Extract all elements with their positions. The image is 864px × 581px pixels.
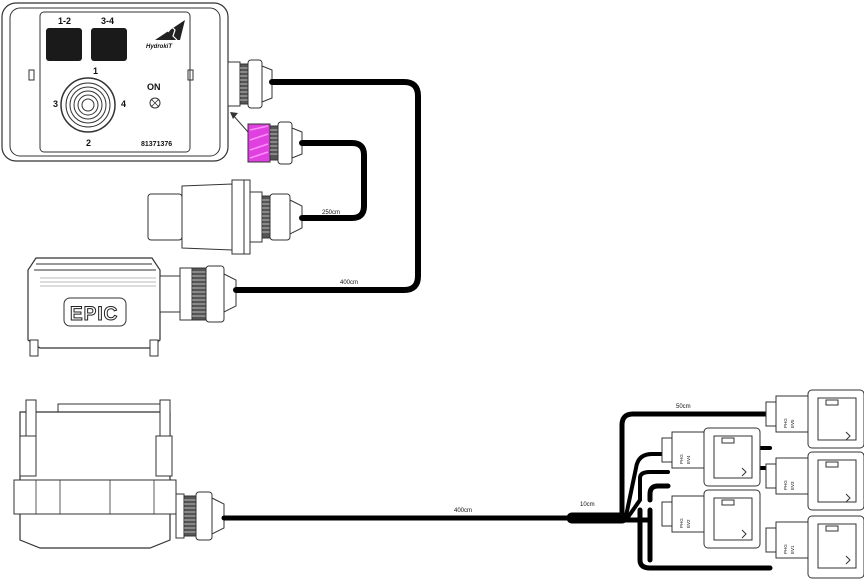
valve-ev2-line2: EV2 [686, 519, 691, 528]
button-1-2 [46, 28, 82, 61]
on-label: ON [147, 82, 161, 92]
joystick-label-top: 1 [93, 66, 98, 76]
button-3-4-label: 3-4 [101, 16, 114, 26]
epic-label: EPIC [70, 304, 118, 325]
joystick-label-right: 4 [121, 99, 126, 109]
valve-ev1-line2: EV1 [790, 545, 795, 554]
valve-ev5-line1: PHG [783, 418, 788, 428]
label-sensor-length: 250cm [322, 210, 340, 216]
valve-connector-ev3: PHG EV3 [765, 451, 864, 511]
cables [221, 79, 773, 571]
label-main-length: 400cm [454, 508, 472, 514]
cable-sensor [299, 140, 367, 221]
valve-ev3-line2: EV3 [790, 481, 795, 490]
valve-ev2-line1: PHG [679, 518, 684, 528]
part-number: 81371376 [141, 141, 172, 148]
joystick [60, 77, 116, 133]
connection-arrow-icon [230, 112, 249, 133]
epic-housing-bottom [13, 399, 225, 549]
button-1-2-label: 1-2 [58, 16, 71, 26]
label-epic-length: 400cm [340, 280, 358, 286]
valve-ev3-line1: PHG [783, 480, 788, 490]
control-box: 1-2 3-4 1 3 4 2 ON HydrokiT 81371376 [1, 2, 229, 162]
button-3-4 [91, 28, 127, 61]
cable-branch-top [619, 411, 773, 517]
cable-control-to-epic [233, 79, 421, 293]
hydrokit-logo-icon [155, 20, 185, 41]
valve-connector-ev5: PHG EV5 [765, 389, 864, 449]
highlight-plug [247, 121, 303, 165]
pressure-sensor [147, 179, 303, 255]
valve-ev1-line1: PHG [783, 544, 788, 554]
epic-connector: EPIC [27, 257, 237, 357]
valve-ev5-line2: EV5 [790, 419, 795, 428]
control-box-gland [227, 59, 273, 109]
valve-ev4-line2: EV4 [686, 455, 691, 464]
on-indicator-icon [149, 97, 161, 109]
label-branch-length: 50cm [676, 404, 691, 410]
valve-ev4-line1: PHG [679, 454, 684, 464]
joystick-label-left: 3 [53, 99, 58, 109]
label-split-length: 10cm [580, 502, 595, 508]
logo-text: HydrokiT [146, 44, 173, 50]
valve-connector-ev1: PHG EV1 [765, 515, 864, 579]
valve-connector-ev4: PHG EV4 [661, 427, 761, 487]
joystick-label-bottom: 2 [86, 138, 91, 148]
valve-connector-ev2: PHG EV2 [661, 489, 761, 549]
